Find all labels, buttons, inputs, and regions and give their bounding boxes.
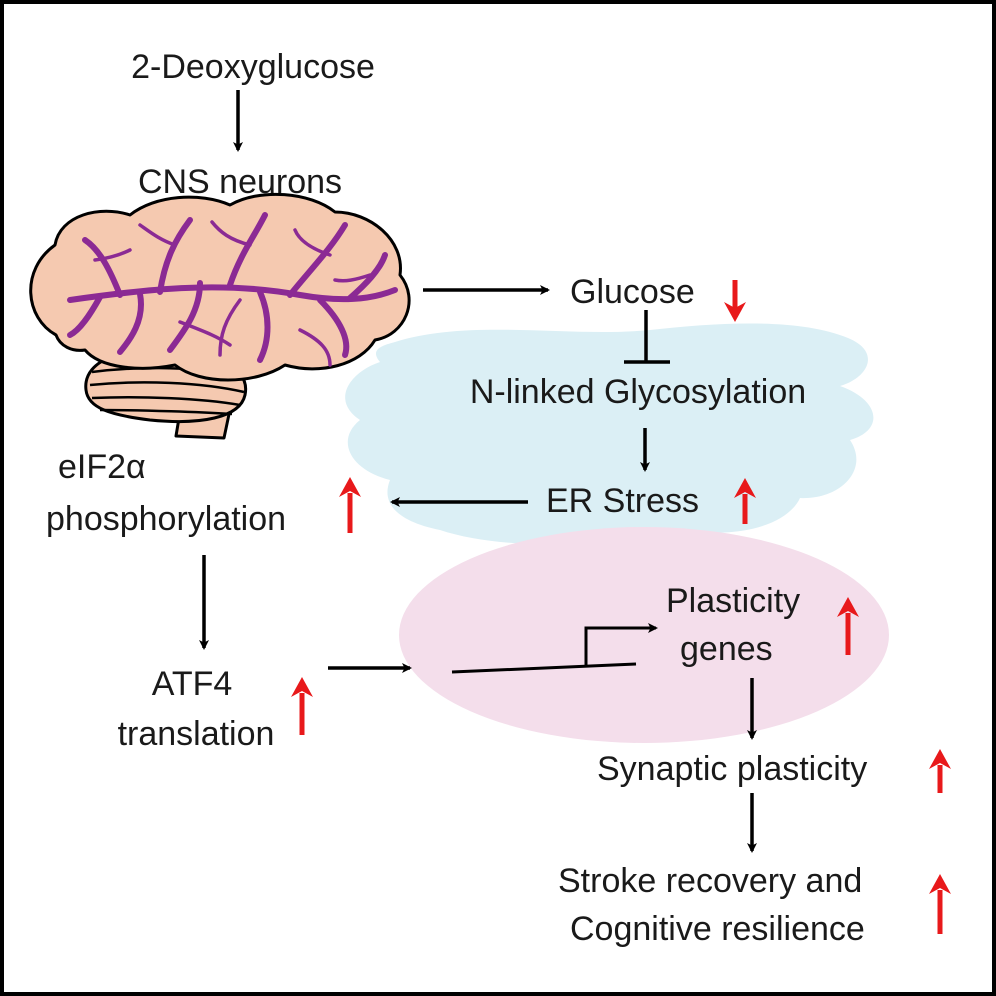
label-atf4: ATF4 (152, 665, 233, 703)
pathway-arrows (199, 90, 757, 853)
nucleus-shape (399, 527, 889, 743)
inhibition-glucose-glycosylation (624, 310, 670, 364)
label-synaptic-plasticity: Synaptic plasticity (597, 750, 867, 788)
label-stroke-recovery: Stroke recovery and (558, 862, 862, 900)
regulation-arrows (291, 280, 951, 934)
label-eif2a: eIF2α (58, 448, 146, 486)
eif2a-up-arrow (339, 477, 361, 533)
er-stress-up-arrow (734, 478, 756, 524)
stroke-recovery-up-arrow (929, 874, 951, 934)
label-plasticity: Plasticity (666, 582, 800, 620)
glucose-down-arrow (724, 280, 746, 322)
label-genes: genes (680, 630, 773, 668)
label-glucose: Glucose (570, 273, 695, 311)
atf4-up-arrow (291, 677, 313, 735)
brain-icon (29, 192, 411, 440)
label-cns-neurons: CNS neurons (138, 163, 342, 201)
label-er-stress: ER Stress (546, 482, 699, 520)
synaptic-plasticity-up-arrow (929, 749, 951, 793)
label-translation: translation (118, 715, 275, 753)
plasticity-genes-up-arrow (837, 597, 859, 655)
label-cognitive-resilience: Cognitive resilience (570, 910, 865, 948)
label-glycosylation: N-linked Glycosylation (470, 373, 806, 411)
label-deoxyglucose: 2-Deoxyglucose (131, 48, 375, 86)
label-phosphorylation: phosphorylation (46, 500, 286, 538)
gene-promoter-icon (451, 623, 658, 674)
